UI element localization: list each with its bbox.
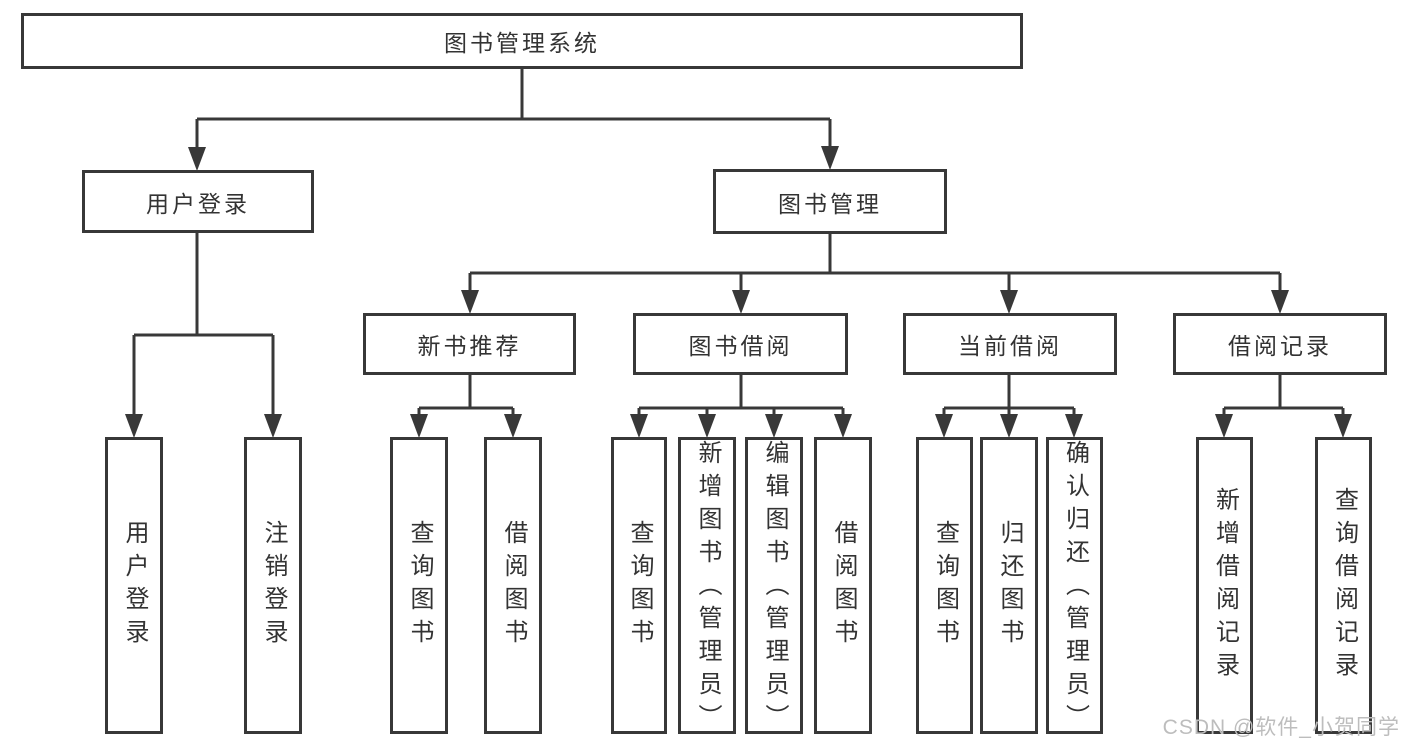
csdn-watermark: CSDN @软件_小贺同学 [1162, 716, 1400, 739]
node-bb-edit-books-admin: 编辑图书（管理员） [745, 437, 803, 737]
node-nb-query-books-label: 查询图书 [406, 519, 433, 652]
node-logout-label: 注销登录 [260, 519, 287, 652]
node-new-book-recommend: 新书推荐 [363, 313, 576, 375]
node-library-system-label: 图书管理系统 [444, 30, 600, 56]
node-book-management-label: 图书管理 [778, 190, 882, 217]
node-user-login-label: 用户登录 [121, 519, 148, 652]
node-book-borrowing: 图书借阅 [633, 313, 848, 375]
node-br-add-record: 新增借阅记录 [1196, 437, 1253, 734]
node-bb-query-books-label: 查询图书 [626, 519, 653, 652]
node-borrow-records-label: 借阅记录 [1228, 333, 1332, 359]
node-nb-borrow-books: 借阅图书 [484, 437, 542, 734]
node-logout: 注销登录 [244, 437, 302, 734]
node-cb-query-books-label: 查询图书 [931, 519, 959, 652]
node-book-borrowing-label: 图书借阅 [688, 333, 793, 359]
node-nb-query-books: 查询图书 [390, 437, 448, 734]
node-borrow-records: 借阅记录 [1173, 313, 1387, 375]
node-current-borrowing-label: 当前借阅 [958, 333, 1062, 359]
node-library-system: 图书管理系统 [21, 13, 1023, 69]
arrowheads [125, 146, 1352, 438]
node-bb-borrow-books: 借阅图书 [814, 437, 872, 734]
node-bb-edit-books-admin-label: 编辑图书（管理员） [761, 440, 788, 737]
node-cb-return-books: 归还图书 [980, 437, 1038, 734]
node-user-login-group-label: 用户登录 [146, 190, 250, 217]
node-cb-return-books-label: 归还图书 [996, 519, 1023, 652]
node-cb-confirm-return-admin: 确认归还（管理员） [1046, 437, 1103, 737]
node-bb-query-books: 查询图书 [611, 437, 667, 734]
node-bb-borrow-books-label: 借阅图书 [830, 519, 857, 652]
node-cb-confirm-return-admin-label: 确认归还（管理员） [1061, 440, 1089, 737]
node-br-add-record-label: 新增借阅记录 [1211, 486, 1239, 685]
node-new-book-recommend-label: 新书推荐 [417, 333, 522, 359]
node-br-query-record-label: 查询借阅记录 [1330, 486, 1358, 685]
node-nb-borrow-books-label: 借阅图书 [500, 519, 527, 652]
node-cb-query-books: 查询图书 [916, 437, 973, 734]
node-user-login-group: 用户登录 [82, 170, 314, 233]
node-bb-add-books-admin: 新增图书（管理员） [678, 437, 736, 737]
node-bb-add-books-admin-label: 新增图书（管理员） [694, 440, 721, 737]
node-book-management: 图书管理 [713, 169, 947, 234]
node-current-borrowing: 当前借阅 [903, 313, 1117, 375]
node-user-login: 用户登录 [105, 437, 163, 734]
node-br-query-record: 查询借阅记录 [1315, 437, 1372, 734]
